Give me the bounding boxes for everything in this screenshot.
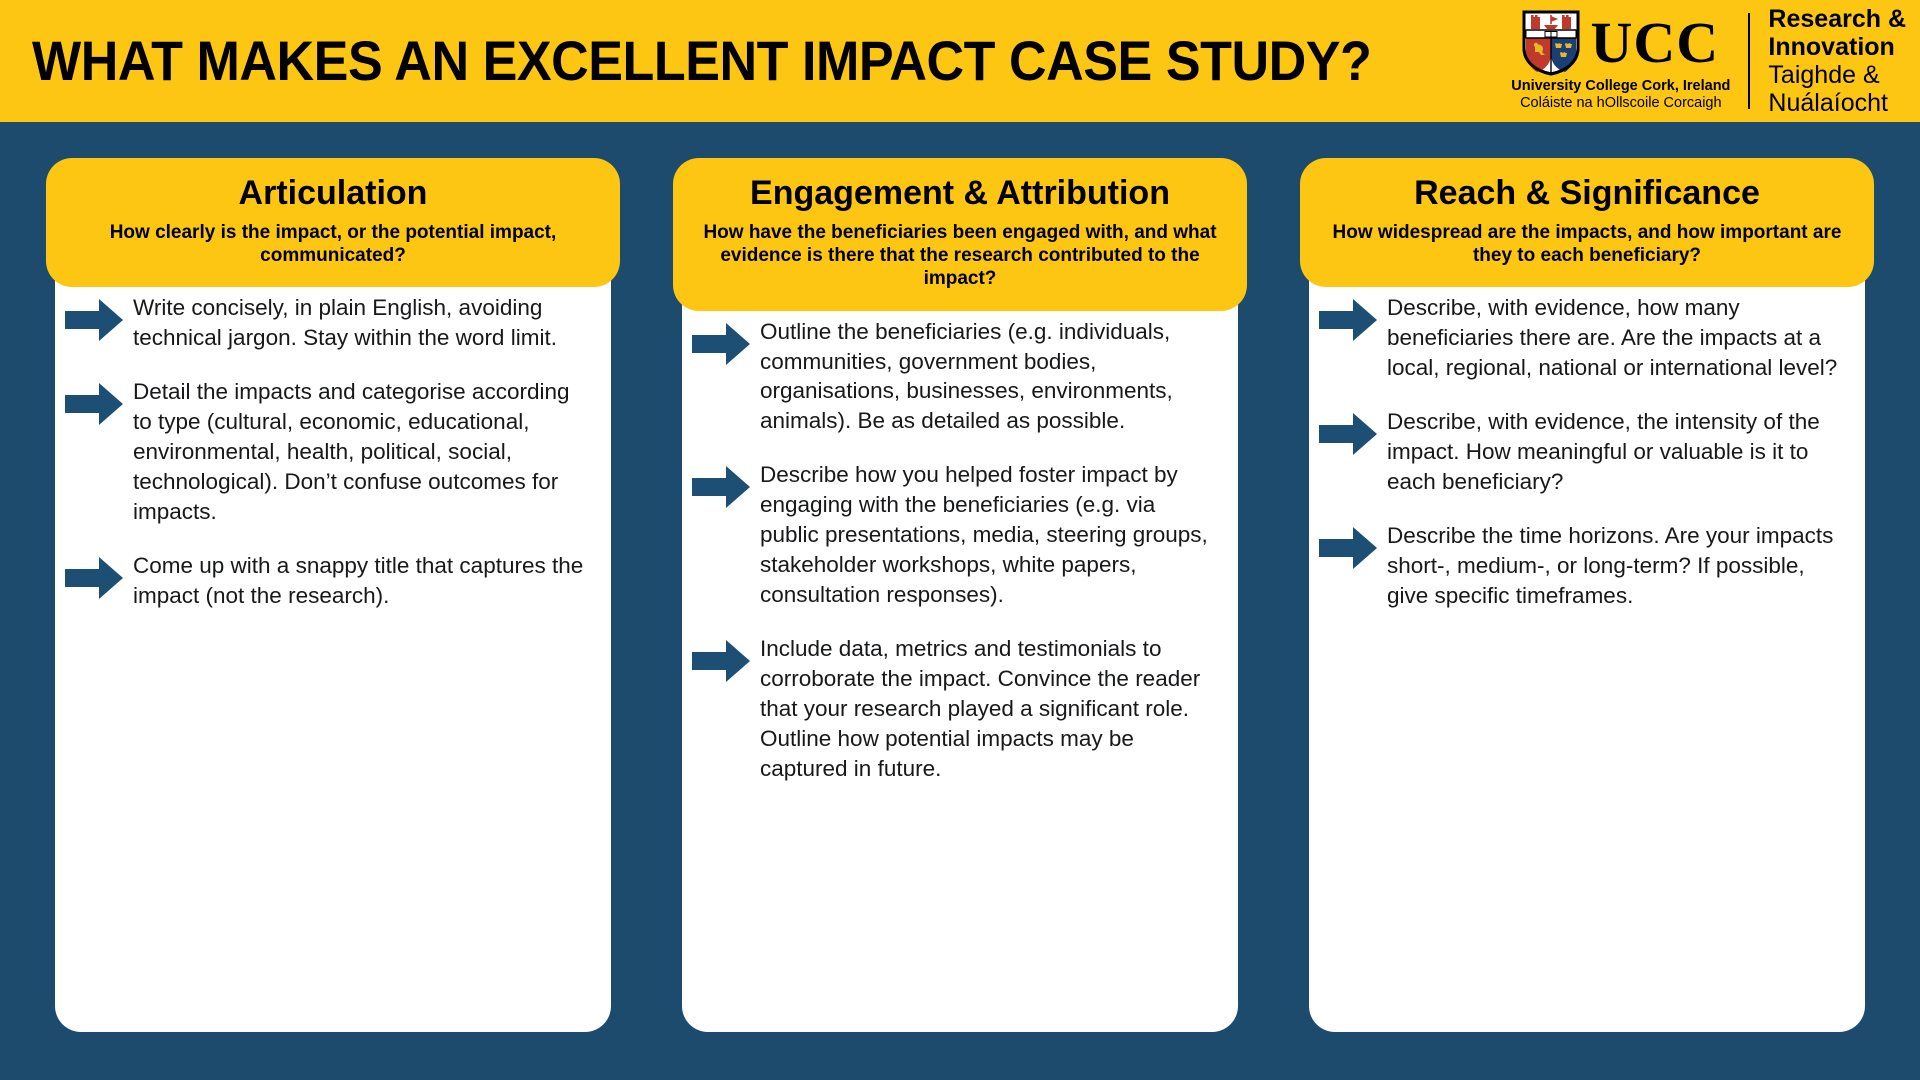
bullet-text: Detail the impacts and categorise accord…	[133, 379, 570, 524]
right-arrow-icon	[1319, 413, 1377, 456]
right-arrow-icon	[65, 556, 123, 599]
list-item: Describe the time horizons. Are your imp…	[1319, 521, 1847, 611]
ucc-coat-of-arms-icon	[1522, 10, 1580, 76]
list-item: Detail the impacts and categorise accord…	[65, 377, 593, 527]
right-arrow-icon	[1319, 526, 1377, 569]
list-item: Write concisely, in plain English, avoid…	[65, 293, 593, 353]
right-arrow-icon	[692, 639, 750, 682]
bullet-text: Describe the time horizons. Are your imp…	[1387, 522, 1834, 608]
card-bullet-list: Write concisely, in plain English, avoid…	[55, 293, 611, 634]
bullet-text: Outline the beneficiaries (e.g. individu…	[760, 318, 1173, 434]
card-articulation: Articulation How clearly is the impact, …	[46, 158, 620, 1032]
card-title: Engagement & Attribution	[750, 174, 1170, 212]
right-arrow-icon	[692, 322, 750, 365]
ucc-brand-block: UCC University College Cork, Ireland Col…	[1511, 10, 1746, 112]
card-body-articulation	[55, 230, 611, 1032]
list-item: Include data, metrics and testimonials t…	[692, 634, 1220, 784]
header-banner: WHAT MAKES AN EXCELLENT IMPACT CASE STUD…	[0, 0, 1920, 122]
card-header-engagement-attribution: Engagement & Attribution How have the be…	[673, 158, 1247, 311]
card-bullet-list: Outline the beneficiaries (e.g. individu…	[682, 317, 1238, 808]
list-item: Outline the beneficiaries (e.g. individu…	[692, 317, 1220, 437]
ucc-acronym: UCC	[1590, 10, 1720, 76]
ucc-name-irish: Coláiste na hOllscoile Corcaigh	[1520, 95, 1722, 111]
card-subtitle: How clearly is the impact, or the potent…	[109, 222, 557, 267]
ucc-logo-lockup: UCC University College Cork, Ireland Col…	[1511, 5, 1906, 117]
card-title: Reach & Significance	[1414, 174, 1760, 212]
card-subtitle: How have the beneficiaries been engaged …	[703, 222, 1217, 290]
right-arrow-icon	[65, 299, 123, 342]
bullet-text: Write concisely, in plain English, avoid…	[133, 295, 557, 351]
card-header-reach-significance: Reach & Significance How widespread are …	[1300, 158, 1874, 288]
unit-name-english-line2: Innovation	[1768, 33, 1895, 61]
right-arrow-icon	[1319, 299, 1377, 342]
right-arrow-icon	[65, 383, 123, 426]
criteria-card-row: Articulation How clearly is the impact, …	[0, 122, 1920, 1080]
card-title: Articulation	[238, 174, 428, 212]
card-reach-significance: Reach & Significance How widespread are …	[1300, 158, 1874, 1032]
list-item: Come up with a snappy title that capture…	[65, 551, 593, 611]
page-title: WHAT MAKES AN EXCELLENT IMPACT CASE STUD…	[32, 29, 1372, 92]
unit-name-irish-line1: Taighde &	[1768, 61, 1880, 89]
list-item: Describe, with evidence, the intensity o…	[1319, 407, 1847, 497]
right-arrow-icon	[692, 466, 750, 509]
list-item: Describe how you helped foster impact by…	[692, 460, 1220, 610]
bullet-text: Describe how you helped foster impact by…	[760, 462, 1208, 607]
research-innovation-block: Research & Innovation Taighde & Nuálaíoc…	[1768, 5, 1906, 117]
card-bullet-list: Describe, with evidence, how many benefi…	[1309, 293, 1865, 634]
bullet-text: Come up with a snappy title that capture…	[133, 552, 584, 608]
card-body-engagement-attribution	[682, 230, 1238, 1032]
card-subtitle: How widespread are the impacts, and how …	[1332, 222, 1842, 267]
list-item: Describe, with evidence, how many benefi…	[1319, 293, 1847, 383]
unit-name-irish-line2: Nuálaíocht	[1768, 89, 1888, 117]
card-body-reach-significance	[1309, 230, 1865, 1032]
logo-divider	[1748, 13, 1751, 109]
card-engagement-attribution: Engagement & Attribution How have the be…	[673, 158, 1247, 1032]
bullet-text: Include data, metrics and testimonials t…	[760, 635, 1201, 781]
unit-name-english-line1: Research &	[1768, 5, 1906, 33]
bullet-text: Describe, with evidence, the intensity o…	[1387, 409, 1820, 495]
ucc-crest-and-acronym: UCC	[1522, 10, 1719, 76]
card-header-articulation: Articulation How clearly is the impact, …	[46, 158, 620, 288]
ucc-name-english: University College Cork, Ireland	[1511, 77, 1731, 94]
bullet-text: Describe, with evidence, how many benefi…	[1387, 295, 1838, 381]
